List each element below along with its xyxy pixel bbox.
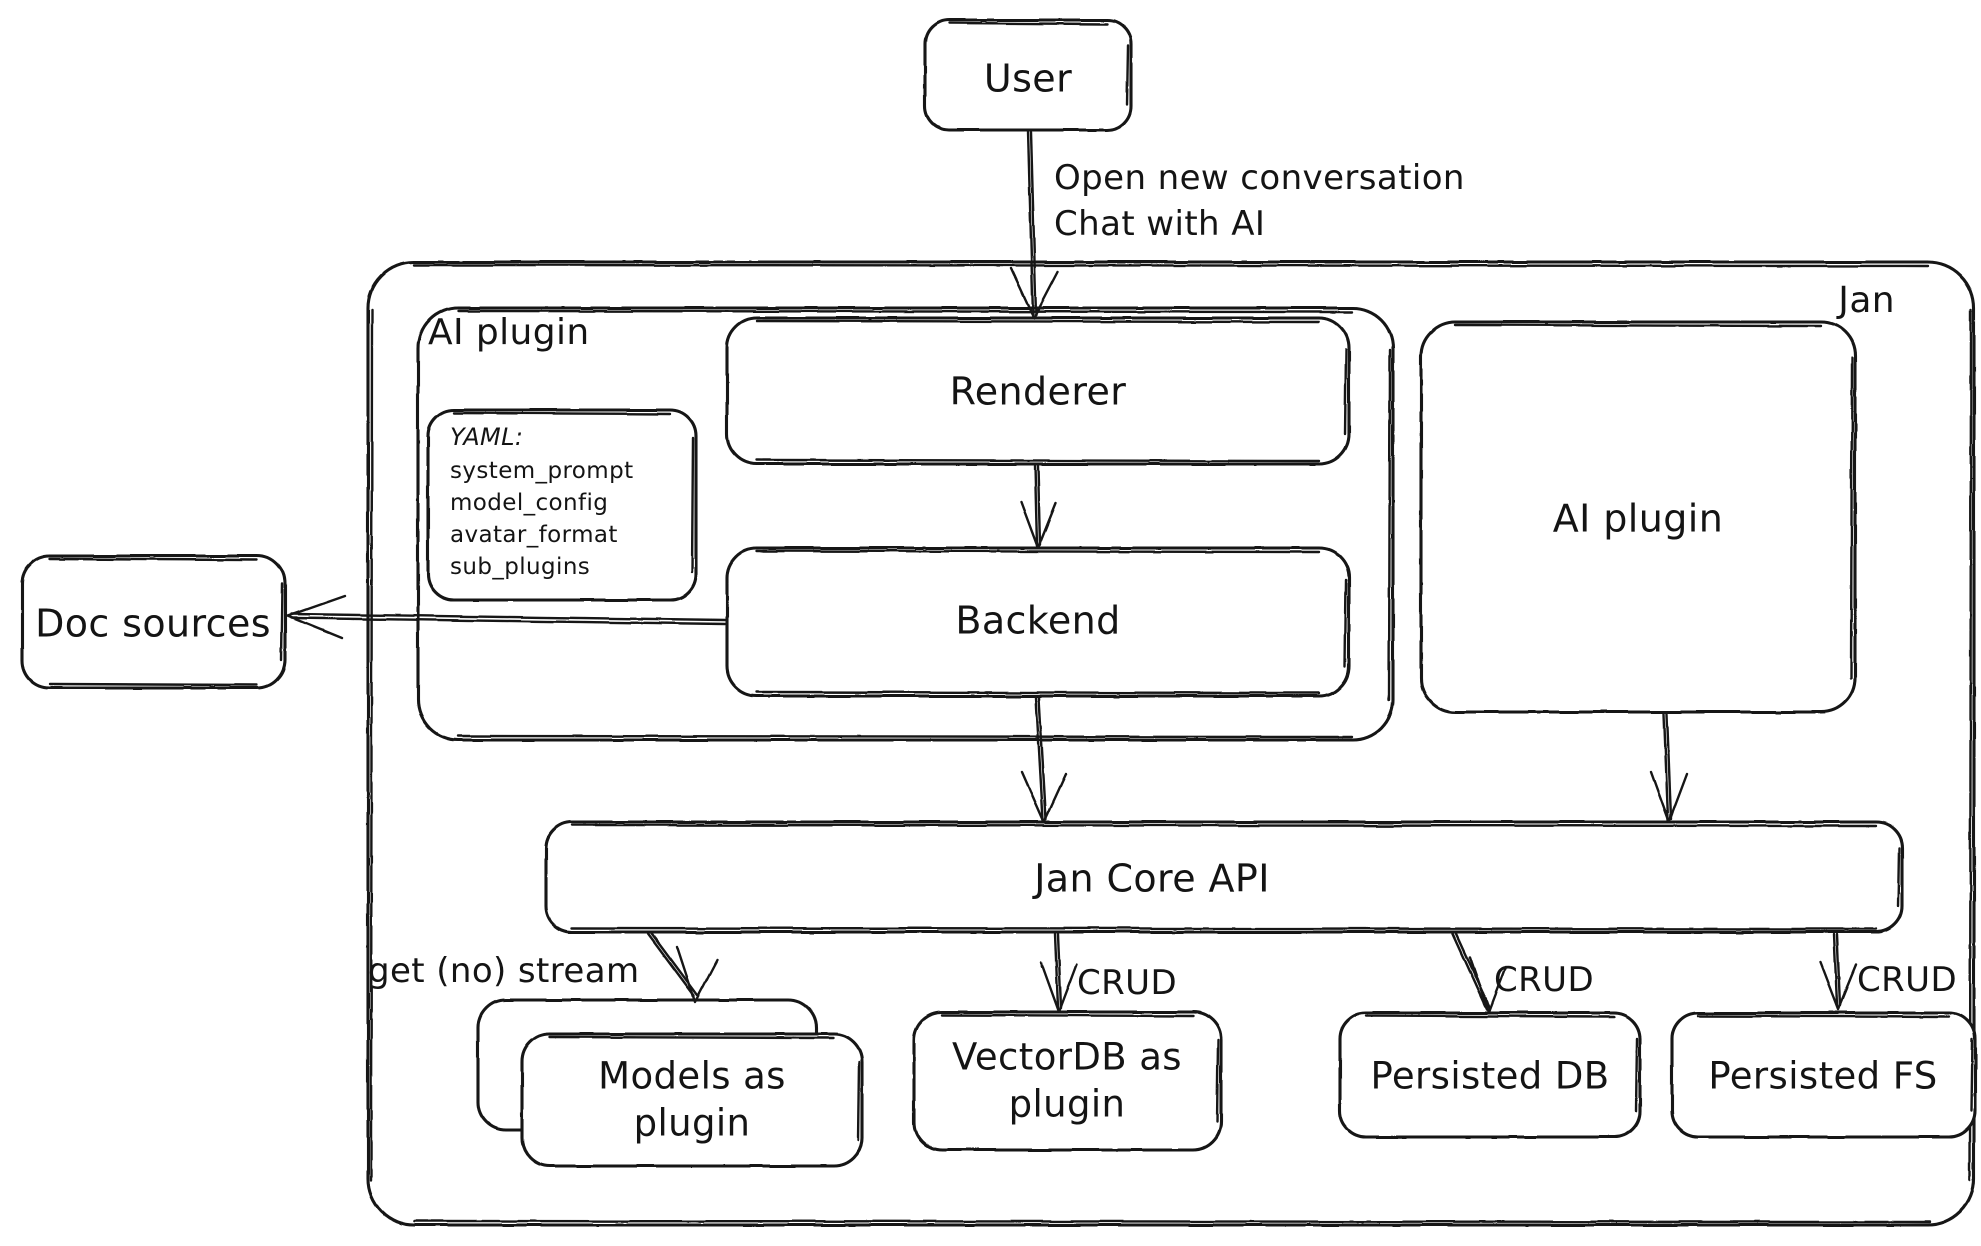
renderer-node-shape (725, 316, 1351, 466)
edge-label-chat-with-ai: Chat with AI (1054, 204, 1266, 244)
jan-container-label: Jan (1838, 280, 1895, 321)
edge-label-open-new-conversation: Open new conversation (1054, 158, 1465, 198)
edge-core-api-to-models (646, 931, 719, 1004)
yaml-key-model-config: model_config (450, 490, 609, 516)
persisted-fs-node-label: Persisted FS (1708, 1054, 1938, 1098)
yaml-key-sub-plugins: sub_plugins (450, 554, 591, 580)
ai-plugin-node-shape (1419, 320, 1857, 714)
edge-label-crud-vectordb: CRUD (1077, 963, 1178, 1003)
jan-core-api-node-label: Jan Core API (1034, 856, 1270, 901)
yaml-heading: YAML: (450, 423, 524, 451)
models-plugin-front-shape (520, 1032, 864, 1168)
ai-plugin-node-label: AI plugin (1552, 496, 1724, 541)
doc-sources-node-label: Doc sources (35, 601, 271, 646)
renderer-node-label: Renderer (949, 369, 1127, 414)
edge-label-crud-persisted-fs: CRUD (1857, 960, 1958, 1000)
vectordb-plugin-node-shape (912, 1010, 1223, 1152)
persisted-db-node-shape (1338, 1011, 1642, 1139)
edge-label-get-no-stream: get (no) stream (368, 951, 640, 991)
doc-sources-node-shape (20, 554, 287, 690)
ai-plugin-group-label: AI plugin (428, 312, 590, 353)
yaml-key-system-prompt: system_prompt (450, 458, 634, 484)
edge-core-api-to-vectordb (1039, 932, 1079, 1014)
yaml-key-avatar-format: avatar_format (450, 522, 618, 548)
edge-renderer-to-backend (1019, 464, 1058, 550)
edge-ai-plugin-to-core-api (1649, 712, 1689, 824)
edge-core-api-to-persisted-db (1451, 931, 1508, 1014)
user-node-shape (923, 18, 1133, 132)
backend-node-shape (725, 546, 1351, 698)
jan-core-api-node-shape (544, 820, 1904, 934)
edge-user-to-renderer (1009, 129, 1060, 320)
models-plugin-node-label: Models as plugin (598, 1054, 786, 1145)
vectordb-plugin-node-label: VectorDB as plugin (952, 1035, 1182, 1126)
backend-node-label: Backend (955, 598, 1121, 643)
yaml-card-shape (426, 408, 698, 602)
persisted-fs-node-shape (1670, 1011, 1977, 1139)
user-node-label: User (983, 56, 1073, 101)
persisted-db-node-label: Persisted DB (1370, 1054, 1610, 1098)
edge-label-crud-persisted-db: CRUD (1494, 960, 1595, 1000)
edge-backend-to-core-api (1020, 696, 1068, 824)
edge-backend-to-doc-sources (286, 594, 727, 640)
edge-core-api-to-persisted-fs (1818, 932, 1858, 1011)
